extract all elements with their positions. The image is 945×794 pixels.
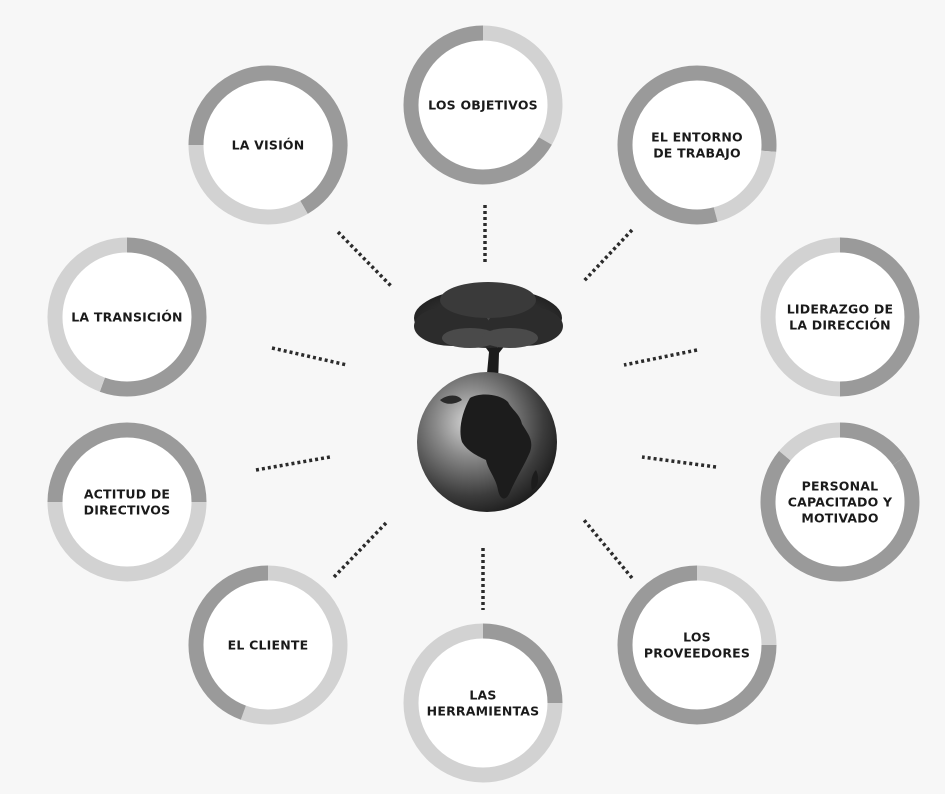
ring-segment (99, 316, 207, 397)
ring-segment (839, 422, 906, 466)
ring-segment (760, 237, 841, 397)
ring-segment (617, 65, 718, 225)
node-background (55, 245, 199, 389)
ring-segment (403, 25, 552, 185)
node-background (411, 631, 555, 775)
ring-segment (779, 422, 841, 461)
tree-on-globe-icon (414, 282, 563, 512)
node-background (196, 573, 340, 717)
node-label: LOS (683, 630, 711, 645)
node-label: LA VISIÓN (232, 138, 305, 153)
node-label: CAPACITADO Y (788, 495, 893, 510)
node-label: PROVEEDORES (644, 646, 750, 661)
tree-icon (414, 282, 563, 384)
node-label: HERRAMIENTAS (427, 704, 540, 719)
ring-segment (696, 565, 777, 646)
dotted-connector-7 (332, 521, 388, 579)
node-label: DE TRABAJO (653, 146, 741, 161)
ring-segment (188, 144, 308, 225)
ring-segment (482, 25, 563, 145)
node-background (411, 33, 555, 177)
node-background (196, 73, 340, 217)
node-label: PERSONAL (802, 479, 879, 494)
ring-segment (839, 237, 920, 397)
dotted-connector-3 (623, 348, 698, 367)
ring-segment (240, 644, 348, 725)
node-la-vision: LA VISIÓN (188, 65, 348, 225)
node-background (625, 73, 769, 217)
ring-segment (403, 623, 563, 783)
node-label: LIDERAZGO DE (787, 302, 893, 317)
ring-segment (696, 65, 777, 152)
dotted-connector-5 (582, 518, 634, 580)
ring-segment (267, 565, 348, 646)
ring-segment (47, 237, 128, 392)
ring-segment (188, 565, 269, 720)
node-label: MOTIVADO (801, 511, 878, 526)
node-label: LA TRANSICIÓN (71, 310, 182, 325)
ring-segment (188, 65, 269, 146)
node-label: DIRECTIVOS (84, 503, 171, 518)
ring-segment (126, 422, 207, 503)
node-label: LAS (469, 688, 496, 703)
node-background (768, 430, 912, 574)
ring-segment (760, 450, 920, 582)
ring-segment (713, 150, 777, 222)
node-label: LA DIRECCIÓN (789, 318, 891, 333)
node-label: EL CLIENTE (228, 638, 309, 653)
dotted-connector-4 (641, 455, 717, 469)
node-background (55, 430, 199, 574)
connectors-group (255, 205, 717, 610)
node-label: ACTITUD DE (84, 487, 170, 502)
dotted-connector-2 (581, 228, 634, 284)
ring-segment (126, 237, 207, 318)
ring-segment (617, 565, 777, 725)
node-label: LOS OBJETIVOS (428, 98, 538, 113)
node-el-cliente: EL CLIENTE (188, 565, 348, 725)
ring-segment (482, 623, 563, 704)
node-la-transicion: LA TRANSICIÓN (47, 237, 207, 397)
dotted-connector-8 (255, 455, 331, 472)
node-background (768, 245, 912, 389)
node-los-objetivos: LOS OBJETIVOS (403, 25, 563, 185)
node-background (625, 573, 769, 717)
dotted-connector-10 (336, 230, 394, 289)
ring-segment (47, 501, 207, 582)
ring-segment (47, 422, 128, 503)
dotted-connector-9 (271, 346, 348, 367)
node-label: EL ENTORNO (651, 130, 743, 145)
globe-icon (417, 372, 557, 512)
ring-segment (267, 65, 348, 214)
